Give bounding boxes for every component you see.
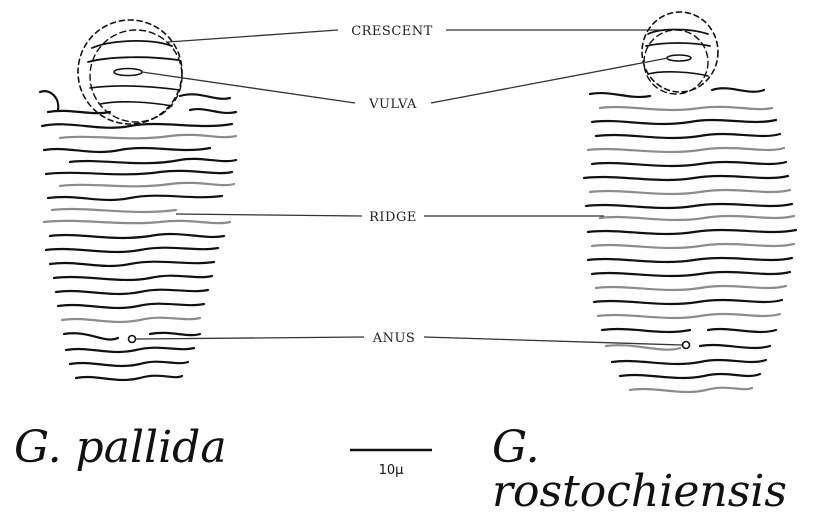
crescent-label: CRESCENT [351, 24, 433, 39]
species-label-pallida: G. pallida [14, 422, 227, 473]
pallida-striae [38, 90, 238, 382]
rostochiensis-striae [582, 87, 798, 394]
ridge-label: RIDGE [369, 210, 417, 225]
perineal-pattern-diagram: CRESCENT VULVA RIDGE ANUS 10µ [38, 11, 798, 478]
anus-leader-right [423, 336, 683, 346]
rostochiensis-crescent-circles [641, 11, 719, 95]
vulva-leader-right [430, 57, 669, 104]
vulva-leader-left [141, 71, 356, 104]
species-label-rostochiensis: G. rostochiensis [492, 422, 787, 517]
leader-lines [135, 29, 683, 346]
scale-bar-label: 10µ [379, 463, 404, 478]
anus-leader-left [135, 336, 365, 340]
ridge-leader-left [175, 213, 363, 217]
crescent-leader-left [167, 29, 339, 43]
scale-bar: 10µ [350, 448, 432, 478]
pallida-crescent-circles [77, 19, 183, 125]
pallida-perineal-pattern [38, 19, 238, 382]
vulva-label: VULVA [368, 97, 417, 112]
anus-label: ANUS [372, 331, 416, 346]
rostochiensis-perineal-pattern [582, 11, 798, 394]
